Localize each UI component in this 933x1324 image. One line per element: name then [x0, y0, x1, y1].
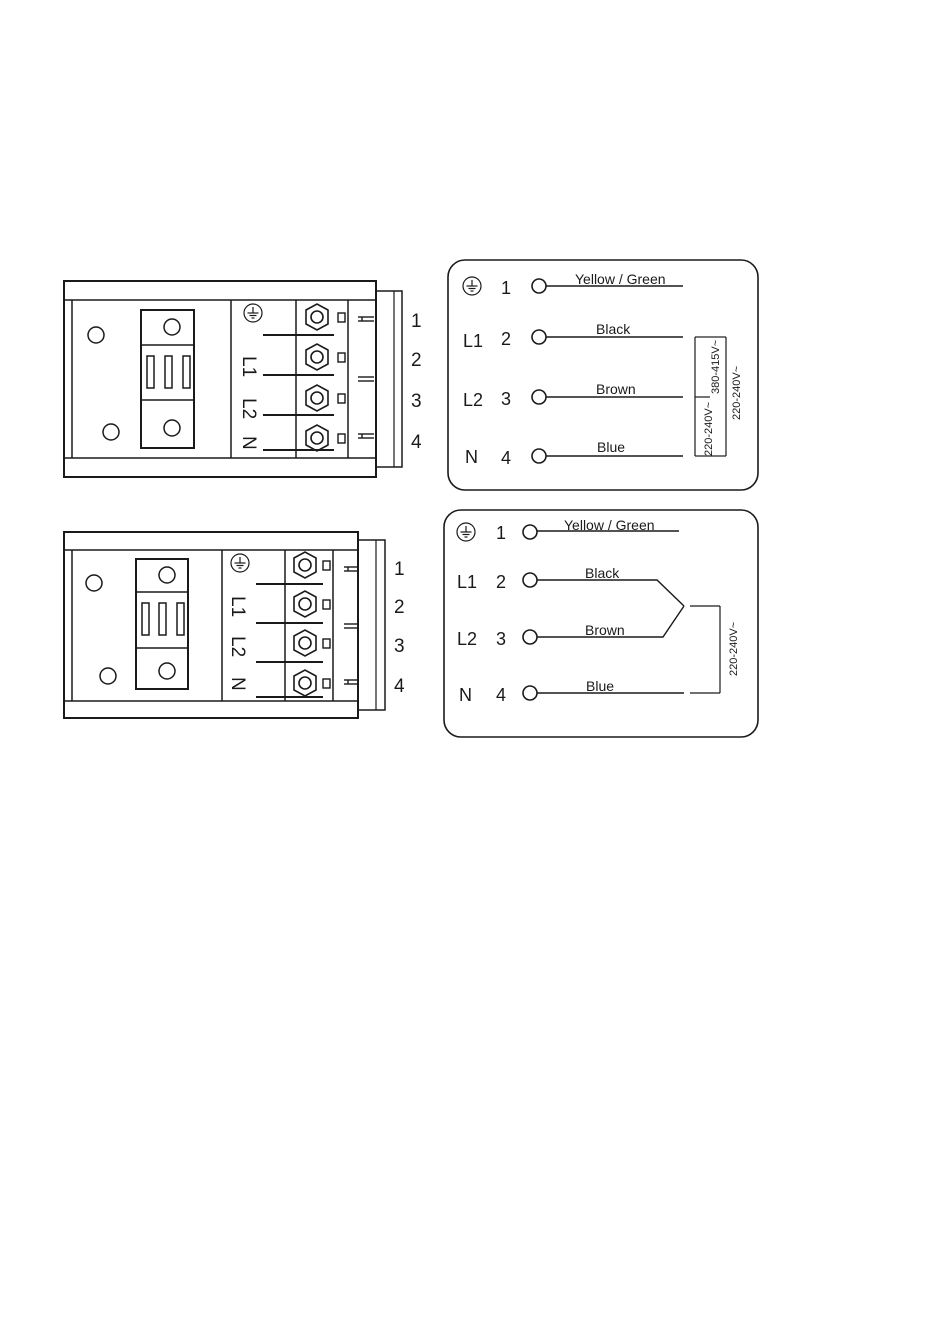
terminal-number: 4 [496, 685, 506, 705]
terminal-number: 3 [496, 629, 506, 649]
voltage-label: 220-240V~ [703, 402, 715, 456]
terminal-number: 4 [501, 448, 511, 468]
block-label-n: N [238, 436, 259, 450]
voltage-label: 380-415V~ [710, 340, 722, 394]
terminal-number: 4 [394, 676, 405, 697]
terminal-number: 3 [411, 391, 422, 412]
block-label-l1: L1 [227, 596, 248, 617]
mounting-hole [103, 424, 119, 440]
block-label-n: N [227, 677, 248, 691]
earth-ground-icon [231, 554, 249, 572]
block-label-l2: L2 [238, 398, 259, 419]
phase-label: N [465, 447, 478, 467]
terminal-number: 1 [496, 523, 506, 543]
terminal-screw [306, 385, 328, 411]
terminal-point [523, 525, 537, 539]
wire-color-label: Black [585, 565, 620, 581]
terminal-number: 3 [501, 389, 511, 409]
voltage-label: 220-240V~ [731, 366, 743, 420]
terminal-point [532, 330, 546, 344]
terminal-number: 1 [501, 278, 511, 298]
wire-color-label: Brown [585, 622, 625, 638]
mounting-hole [88, 327, 104, 343]
earth-ground-icon [244, 304, 262, 322]
terminal-number: 2 [501, 329, 511, 349]
terminal-screw [294, 630, 316, 656]
voltage-label: 220-240V~ [728, 622, 740, 676]
terminal-number: 1 [411, 311, 422, 332]
wiring-scheme-top: 1 Yellow / Green L1 2 Black L2 3 Brown N… [448, 260, 758, 490]
wire-color-label: Blue [597, 439, 625, 455]
terminal-screw [294, 552, 316, 578]
earth-ground-icon [463, 277, 481, 295]
phase-label: L1 [457, 572, 477, 592]
bridge-clip [136, 559, 188, 689]
phase-label: N [459, 685, 472, 705]
terminal-screw [306, 344, 328, 370]
wire-color-label: Yellow / Green [564, 517, 655, 533]
terminal-number: 2 [394, 597, 405, 618]
terminal-point [532, 390, 546, 404]
wiring-scheme-bottom: 1 Yellow / Green L1 2 Black L2 3 Brown N… [444, 510, 758, 737]
mounting-hole [100, 668, 116, 684]
terminal-point [532, 449, 546, 463]
terminal-block-bottom: L1 L2 N 1 2 3 4 [64, 532, 405, 718]
terminal-block-top: L1 L2 N 1 2 3 4 [64, 281, 422, 477]
wire-color-label: Yellow / Green [575, 271, 666, 287]
terminal-number: 2 [496, 572, 506, 592]
terminal-point [532, 279, 546, 293]
terminal-point [523, 573, 537, 587]
phase-label: L2 [457, 629, 477, 649]
terminal-screw [294, 591, 316, 617]
wire-color-label: Brown [596, 381, 636, 397]
wire-color-label: Black [596, 321, 631, 337]
phase-label: L1 [463, 331, 483, 351]
terminal-point [523, 686, 537, 700]
phase-label: L2 [463, 390, 483, 410]
block-label-l2: L2 [227, 636, 248, 657]
terminal-number: 3 [394, 636, 405, 657]
terminal-screw [306, 425, 328, 451]
terminal-number: 4 [411, 432, 422, 453]
terminal-screw [306, 304, 328, 330]
mounting-hole [86, 575, 102, 591]
terminal-number: 1 [394, 559, 405, 580]
earth-ground-icon [457, 523, 475, 541]
bridge-clip [141, 310, 194, 448]
wire-color-label: Blue [586, 678, 614, 694]
terminal-screw [294, 670, 316, 696]
terminal-point [523, 630, 537, 644]
terminal-number: 2 [411, 350, 422, 371]
block-label-l1: L1 [238, 356, 259, 377]
